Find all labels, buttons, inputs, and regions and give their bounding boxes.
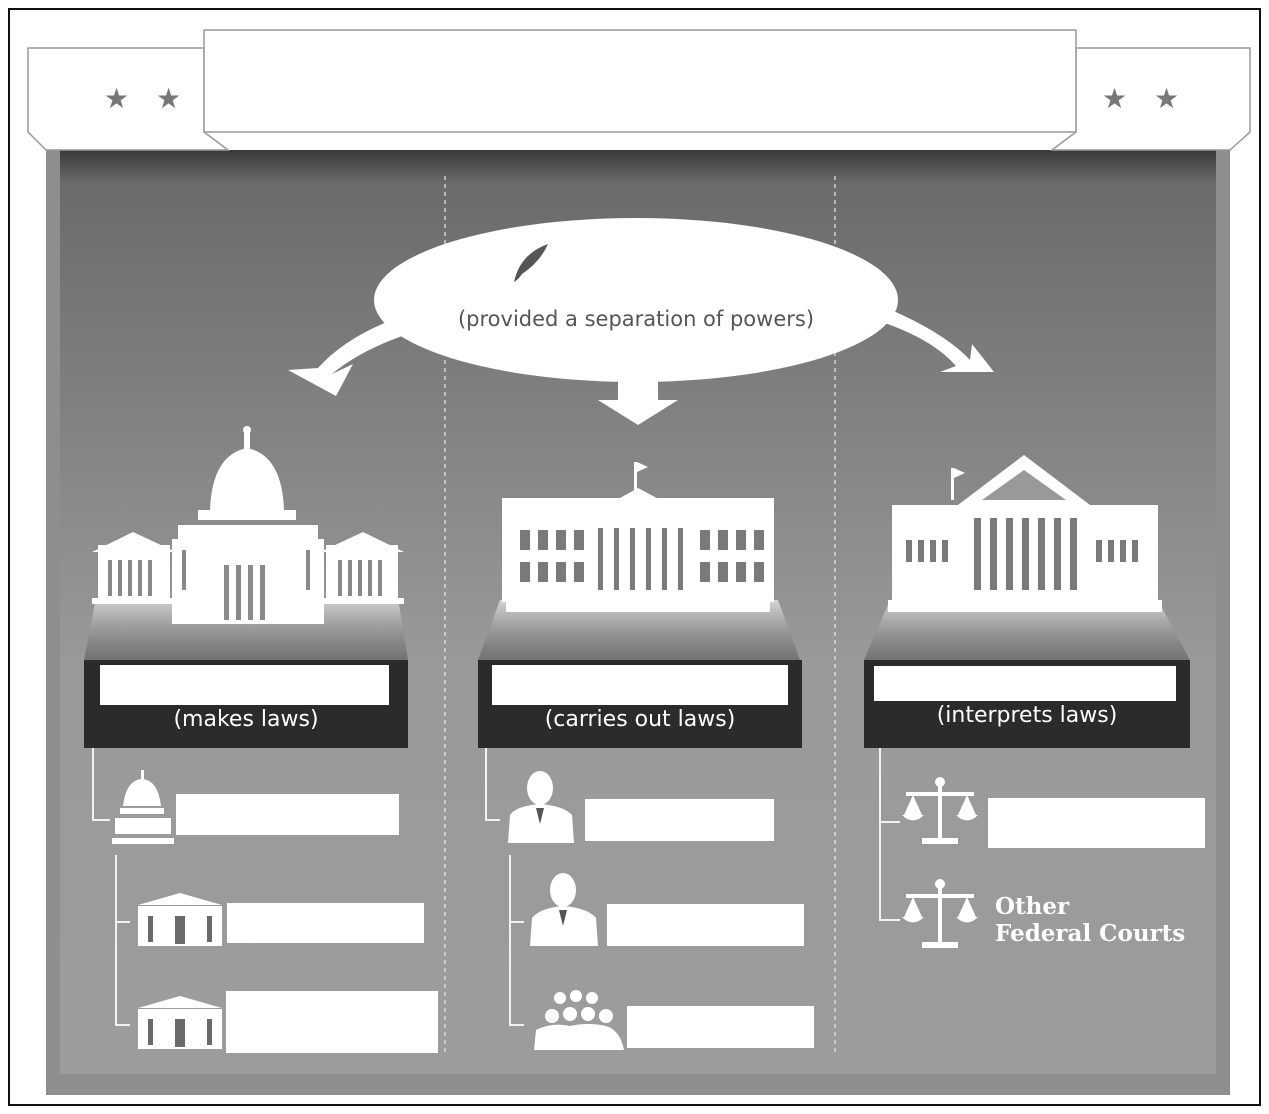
executive-role-label: (carries out laws) — [544, 707, 736, 732]
person-icon — [530, 873, 598, 946]
group-icon — [534, 990, 624, 1050]
executive-name-blank — [492, 665, 788, 705]
judicial-name-blank — [874, 666, 1176, 701]
star-icon: ★ — [1154, 82, 1179, 115]
star-icon: ★ — [156, 82, 181, 115]
other-federal-courts-label: Other Federal Courts — [995, 893, 1195, 947]
star-icon: ★ — [1102, 82, 1127, 115]
scales-icon — [902, 879, 978, 948]
other-courts-line2: Federal Courts — [995, 920, 1186, 947]
building-small-details — [148, 916, 212, 1047]
judicial-blank-1 — [988, 798, 1205, 848]
quill-icon — [514, 244, 548, 282]
capitol-small-icon — [112, 770, 174, 844]
judicial-role-label: (interprets laws) — [936, 703, 1118, 728]
connector-lines — [92, 748, 900, 1026]
executive-blank-2 — [607, 904, 804, 946]
executive-blank-1 — [585, 799, 774, 841]
supreme-court-columns — [906, 470, 1138, 590]
scales-icon — [902, 777, 978, 844]
person-tie — [536, 808, 544, 824]
person-tie — [559, 910, 567, 926]
other-courts-line1: Other — [995, 893, 1070, 920]
person-icon — [508, 771, 574, 843]
beam — [864, 600, 1190, 660]
separation-oval — [374, 218, 898, 382]
beam — [84, 598, 408, 660]
header-banner: ★ ★ ★ ★ — [27, 29, 1251, 151]
white-house-windows — [520, 528, 764, 590]
executive-blank-3 — [627, 1006, 814, 1048]
legislative-name-blank — [100, 665, 389, 705]
oval-caption: (provided a separation of powers) — [457, 307, 815, 331]
top-shadow — [60, 150, 1216, 186]
legislative-blank-2 — [227, 903, 424, 943]
beam — [478, 600, 800, 660]
star-icon: ★ — [104, 82, 129, 115]
legislative-blank-1 — [176, 794, 399, 835]
capitol-columns — [108, 550, 382, 620]
legislative-role-label: (makes laws) — [173, 707, 319, 732]
legislative-blank-3 — [226, 991, 438, 1053]
